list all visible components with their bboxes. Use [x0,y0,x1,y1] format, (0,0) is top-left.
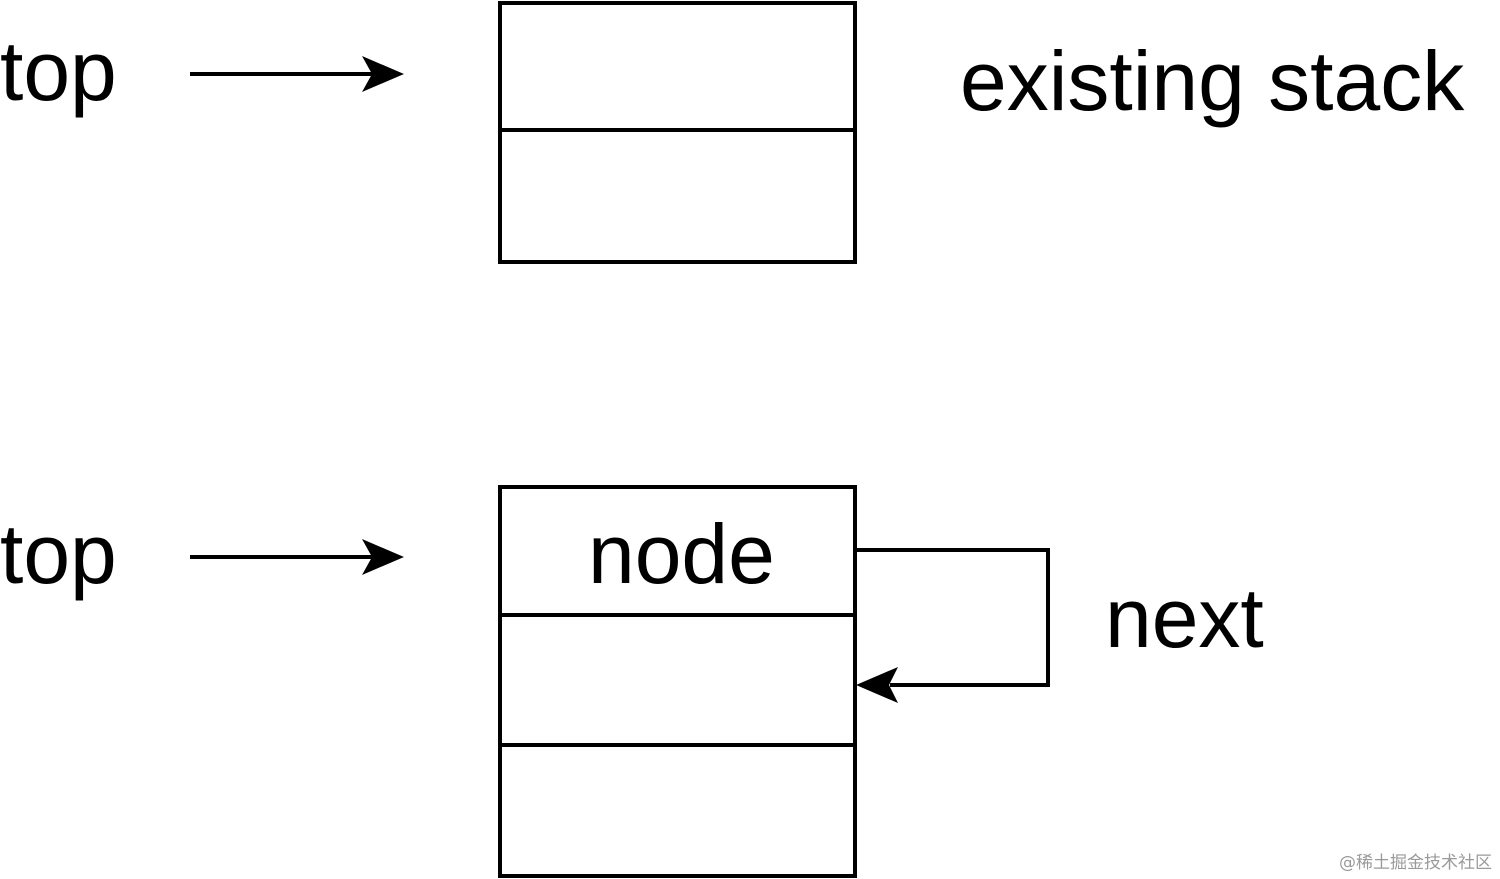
watermark: @稀土掘金技术社区 [1339,853,1492,873]
stack-cell-2 [498,613,857,747]
stack-cell-3 [498,743,857,878]
existing-stack-cell-1 [498,1,857,132]
existing-stack-caption: existing stack [960,34,1465,128]
node-label: node [588,507,775,601]
existing-stack-cell-2 [498,128,857,264]
new-stack [498,485,857,878]
top-pointer-label-1: top [0,24,117,118]
top-pointer-arrow-2 [190,539,404,575]
next-pointer-arrow [856,548,1050,703]
next-label: next [1105,571,1264,665]
top-pointer-arrow-1 [190,56,404,92]
top-pointer-label-2: top [0,507,117,601]
existing-stack [498,1,857,264]
